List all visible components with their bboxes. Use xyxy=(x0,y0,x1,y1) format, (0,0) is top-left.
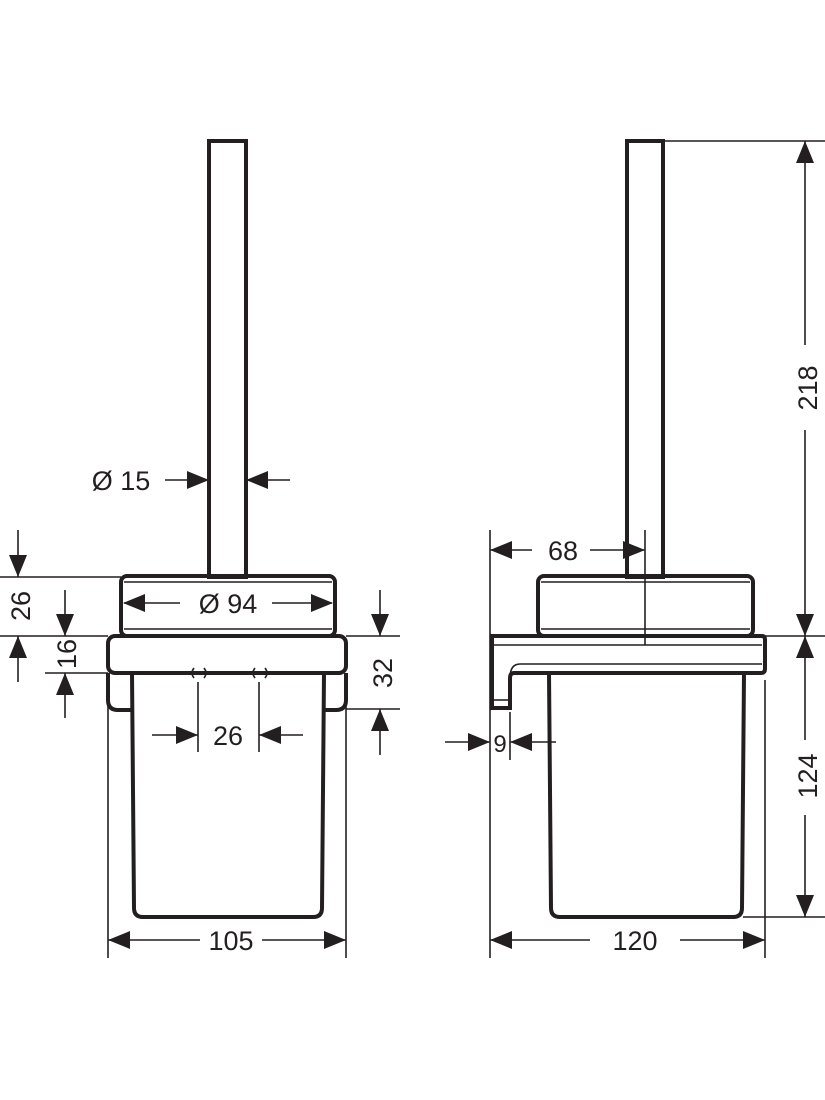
brush-handle-side xyxy=(625,139,665,579)
dim-handle-diameter: Ø 15 xyxy=(92,466,151,496)
holder-wing-left xyxy=(106,673,131,712)
dim-overall-width: 105 xyxy=(208,926,253,956)
dim-holder-height: 32 xyxy=(368,658,398,688)
holder-wing-right xyxy=(324,673,348,712)
dim-plate-height: 16 xyxy=(52,639,82,669)
dim-handle-length: 218 xyxy=(793,365,823,410)
wall-bracket xyxy=(490,634,767,710)
side-view: 120 68 218 124 9 xyxy=(445,139,825,958)
dim-lid-diameter: Ø 94 xyxy=(199,589,258,619)
glass-cup xyxy=(130,672,326,919)
glass-cup-side xyxy=(547,672,746,919)
dim-fixing-spacing: 26 xyxy=(213,721,243,751)
dim-handle-offset: 68 xyxy=(548,536,578,566)
holder-plate xyxy=(106,634,348,675)
fixing-holes xyxy=(191,667,268,679)
front-view: 105 26 16 32 Ø 15 Ø 94 xyxy=(0,139,400,958)
dim-overall-depth: 120 xyxy=(612,926,657,956)
dim-wall-gap: 9 xyxy=(493,731,506,758)
dim-cup-height: 124 xyxy=(793,753,823,798)
brush-handle xyxy=(207,139,248,579)
dim-lid-height: 26 xyxy=(6,591,36,621)
